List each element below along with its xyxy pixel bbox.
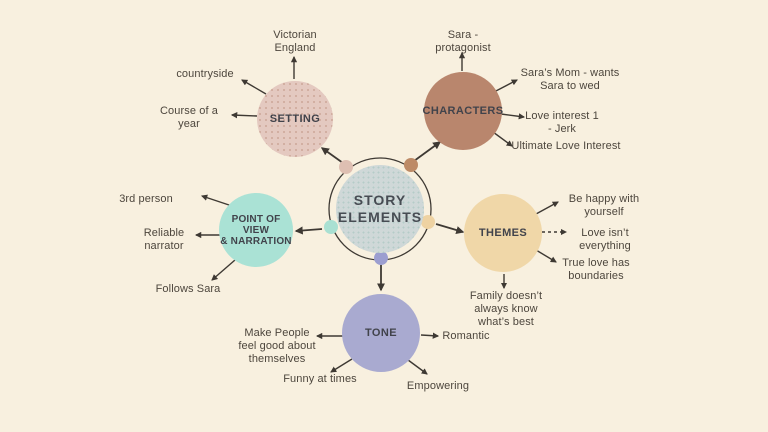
item-countryside: countryside [176, 68, 234, 80]
node-story-elements: STORY ELEMENTS [336, 165, 424, 253]
arrow-countryside [241, 79, 267, 95]
connector-dot-pov [324, 220, 338, 234]
node-characters: CHARACTERS [422, 72, 504, 150]
connector-dot-tone [374, 251, 388, 265]
item-empowering: Empowering [406, 380, 470, 392]
item-make-people-feel-good: Make People feel good about themselves [238, 327, 316, 365]
arrow-ultimate-love-interest [492, 131, 513, 147]
item-ultimate-love-interest: Ultimate Love Interest [511, 140, 621, 152]
node-point-of-view: POINT OF VIEW & NARRATION [219, 193, 293, 267]
arrow-to-characters [413, 141, 442, 162]
node-tone: TONE [342, 294, 420, 372]
item-3rd-person: 3rd person [119, 193, 173, 205]
center-node-label: STORY ELEMENTS [337, 192, 423, 225]
item-love-interest-1: Love interest 1 - Jerk [525, 110, 599, 135]
connector-dot-setting [339, 160, 353, 174]
arrow-saras-mom [493, 79, 518, 93]
item-reliable-narrator: Reliable narrator [143, 227, 185, 252]
arrow-to-themes [435, 223, 465, 234]
characters-label: CHARACTERS [422, 105, 504, 117]
item-victorian-england: Victorian England [273, 29, 317, 54]
node-setting: SETTING [257, 81, 333, 157]
arrow-romantic [420, 332, 440, 339]
item-course-of-a-year: Course of a year [160, 105, 218, 130]
themes-label: THEMES [478, 227, 528, 239]
node-themes: THEMES [464, 194, 542, 272]
arrow-be-happy [535, 201, 559, 215]
arrow-course-of-a-year [230, 112, 258, 119]
arrow-funny-at-times [330, 358, 353, 373]
item-sara-protagonist: Sara - protagonist [435, 29, 491, 54]
item-be-happy: Be happy with yourself [568, 193, 640, 218]
item-funny-at-times: Funny at times [283, 373, 357, 385]
arrow-love-interest-1 [500, 113, 526, 120]
connector-dot-themes [421, 215, 435, 229]
item-follows-sara: Follows Sara [155, 283, 221, 295]
item-romantic: Romantic [442, 330, 490, 342]
item-saras-mom: Sara’s Mom - wants Sara to wed [520, 67, 620, 92]
arrow-3rd-person [201, 194, 233, 207]
arrow-to-pov [294, 226, 323, 235]
arrow-to-setting [320, 147, 344, 164]
setting-label: SETTING [269, 113, 321, 125]
arrow-follows-sara [211, 259, 236, 281]
connector-dot-characters [404, 158, 418, 172]
tone-label: TONE [365, 327, 397, 339]
pov-label: POINT OF VIEW & NARRATION [220, 213, 292, 247]
item-true-love-boundaries: True love has boundaries [562, 257, 630, 282]
item-family-doesnt-know: Family doesn’t always know what’s best [469, 290, 543, 328]
arrow-true-love-boundaries [535, 249, 557, 263]
item-love-isnt-everything: Love isn’t everything [579, 227, 631, 252]
